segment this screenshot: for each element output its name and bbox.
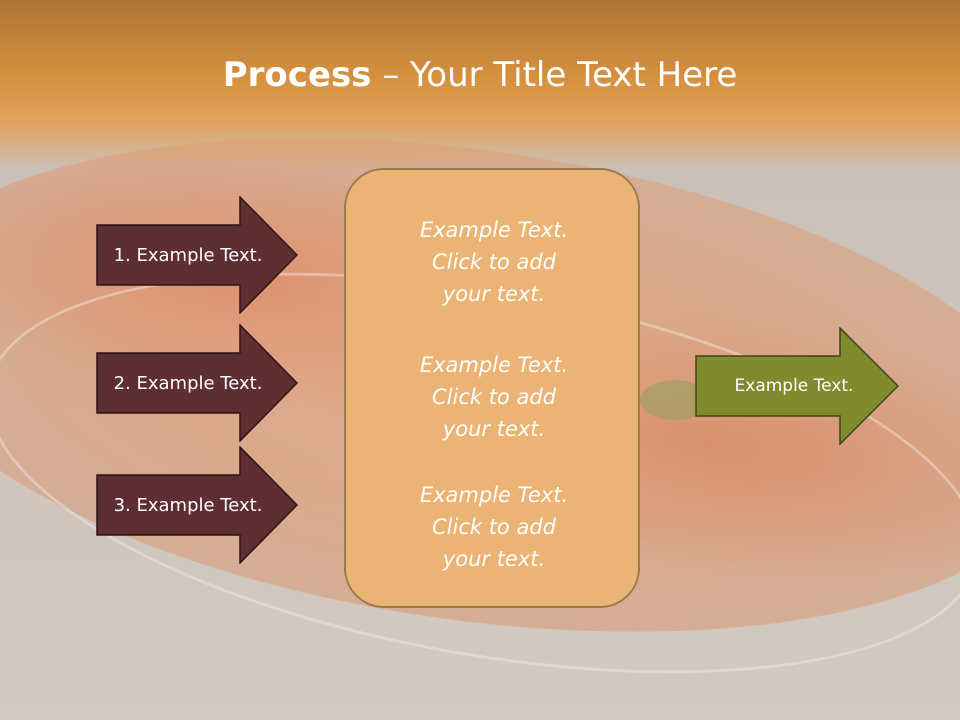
center-item-2[interactable]: Example Text. Click to add your text. [346,349,642,445]
arrow-right-shape [96,196,298,314]
arrow-right-shape [96,446,298,564]
step-label: 3. Example Text. [113,494,263,516]
step-label: 1. Example Text. [113,244,263,266]
step-arrow-1[interactable]: 1. Example Text. [96,196,298,314]
title-band [0,0,960,170]
center-line: Example Text. [419,353,569,377]
center-line: Example Text. [419,218,569,242]
center-line: your text. [442,547,546,571]
result-arrow[interactable]: Example Text. [695,327,899,445]
center-item-1[interactable]: Example Text. Click to add your text. [346,214,642,310]
center-text-box[interactable]: Example Text. Click to add your text. Ex… [344,168,640,608]
center-line: your text. [442,417,546,441]
center-line: Click to add [431,250,556,274]
step-arrow-2[interactable]: 2. Example Text. [96,324,298,442]
slide-title[interactable]: Process – Your Title Text Here [0,52,960,98]
center-item-3[interactable]: Example Text. Click to add your text. [346,479,642,575]
center-line: Click to add [431,385,556,409]
title-bold: Process [222,55,372,95]
title-rest: – Your Title Text Here [371,55,738,95]
result-label: Example Text. [734,376,854,396]
center-line: your text. [442,282,546,306]
center-line: Example Text. [419,483,569,507]
arrow-right-shape [96,324,298,442]
center-line: Click to add [431,515,556,539]
step-label: 2. Example Text. [113,372,263,394]
step-arrow-3[interactable]: 3. Example Text. [96,446,298,564]
arrow-right-shape [695,327,899,445]
